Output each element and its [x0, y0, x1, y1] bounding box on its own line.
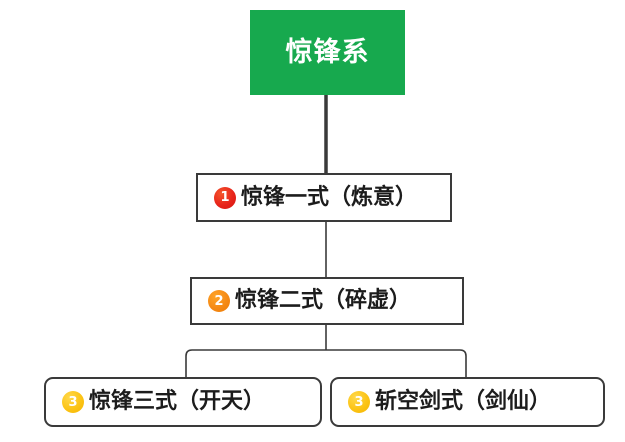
skill-node-tier1-content: 1 惊锋一式（炼意）: [198, 184, 450, 210]
skill-node-tier1[interactable]: 1 惊锋一式（炼意）: [196, 173, 452, 222]
skill-node-tier2[interactable]: 2 惊锋二式（碎虚）: [190, 277, 464, 325]
skill-node-tier3-left-label: 惊锋三式（开天）: [89, 389, 266, 414]
skill-node-tier1-label: 惊锋一式（炼意）: [241, 184, 418, 210]
skill-node-tier3-left[interactable]: 3 惊锋三式（开天）: [44, 377, 322, 427]
skill-node-tier3-left-content: 3 惊锋三式（开天）: [46, 391, 320, 413]
skill-node-tier2-content: 2 惊锋二式（碎虚）: [192, 290, 462, 312]
skill-node-tier3-right-label: 斩空剑式（剑仙）: [375, 389, 552, 414]
skill-node-tier3-right[interactable]: 3 斩空剑式（剑仙）: [330, 377, 605, 427]
skill-node-tier2-label: 惊锋二式（碎虚）: [235, 288, 412, 313]
badge-number-icon-3-left: 3: [62, 391, 84, 413]
badge-number-icon-3-right: 3: [348, 391, 370, 413]
badge-number-icon-1: 1: [214, 186, 236, 209]
root-node-jingfeng-xi[interactable]: 惊锋系: [250, 10, 405, 95]
badge-number-icon-2: 2: [208, 290, 230, 312]
connector-tier2-to-children: [185, 349, 467, 377]
skill-node-tier3-right-content: 3 斩空剑式（剑仙）: [332, 391, 603, 413]
root-node-label: 惊锋系: [285, 37, 370, 68]
